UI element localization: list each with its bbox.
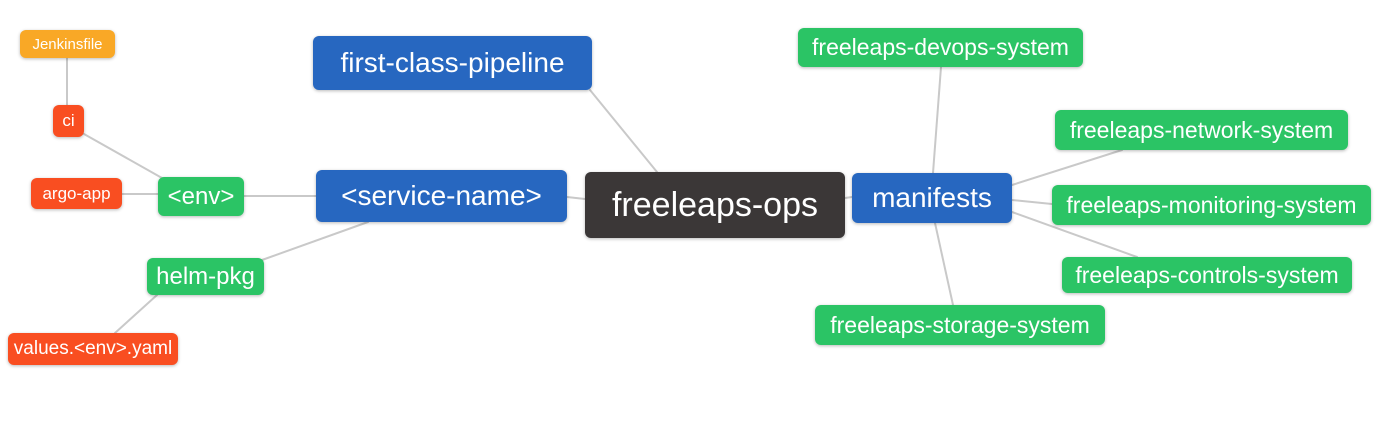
edge-helmpkg-values <box>114 294 158 334</box>
node-monitoring-system[interactable]: freeleaps-monitoring-system <box>1052 185 1371 225</box>
node-network-system[interactable]: freeleaps-network-system <box>1055 110 1348 150</box>
edge-servicename-helmpkg <box>261 221 369 261</box>
node-first-class-pipeline[interactable]: first-class-pipeline <box>313 36 592 90</box>
edge-manifests-monitoring <box>1011 199 1053 205</box>
edge-manifests-devops <box>932 66 942 174</box>
node-freeleaps-ops-root[interactable]: freeleaps-ops <box>585 172 845 238</box>
edge-ci-env <box>83 133 163 179</box>
edge-manifests-storage <box>934 222 954 306</box>
edge-manifests-controls <box>1011 211 1138 258</box>
node-ci[interactable]: ci <box>53 105 84 137</box>
edge-pipeline-root <box>589 89 658 173</box>
edge-root-manifests <box>844 196 853 199</box>
node-helm-pkg[interactable]: helm-pkg <box>147 258 264 295</box>
node-values-env-yaml[interactable]: values.<env>.yaml <box>8 333 178 365</box>
edge-manifests-network <box>1011 149 1123 186</box>
node-manifests[interactable]: manifests <box>852 173 1012 223</box>
node-devops-system[interactable]: freeleaps-devops-system <box>798 28 1083 67</box>
edge-servicename-root <box>566 196 586 200</box>
node-jenkinsfile[interactable]: Jenkinsfile <box>20 30 115 58</box>
node-argo-app[interactable]: argo-app <box>31 178 122 209</box>
node-controls-system[interactable]: freeleaps-controls-system <box>1062 257 1352 293</box>
node-env[interactable]: <env> <box>158 177 244 216</box>
node-storage-system[interactable]: freeleaps-storage-system <box>815 305 1105 345</box>
node-service-name[interactable]: <service-name> <box>316 170 567 222</box>
